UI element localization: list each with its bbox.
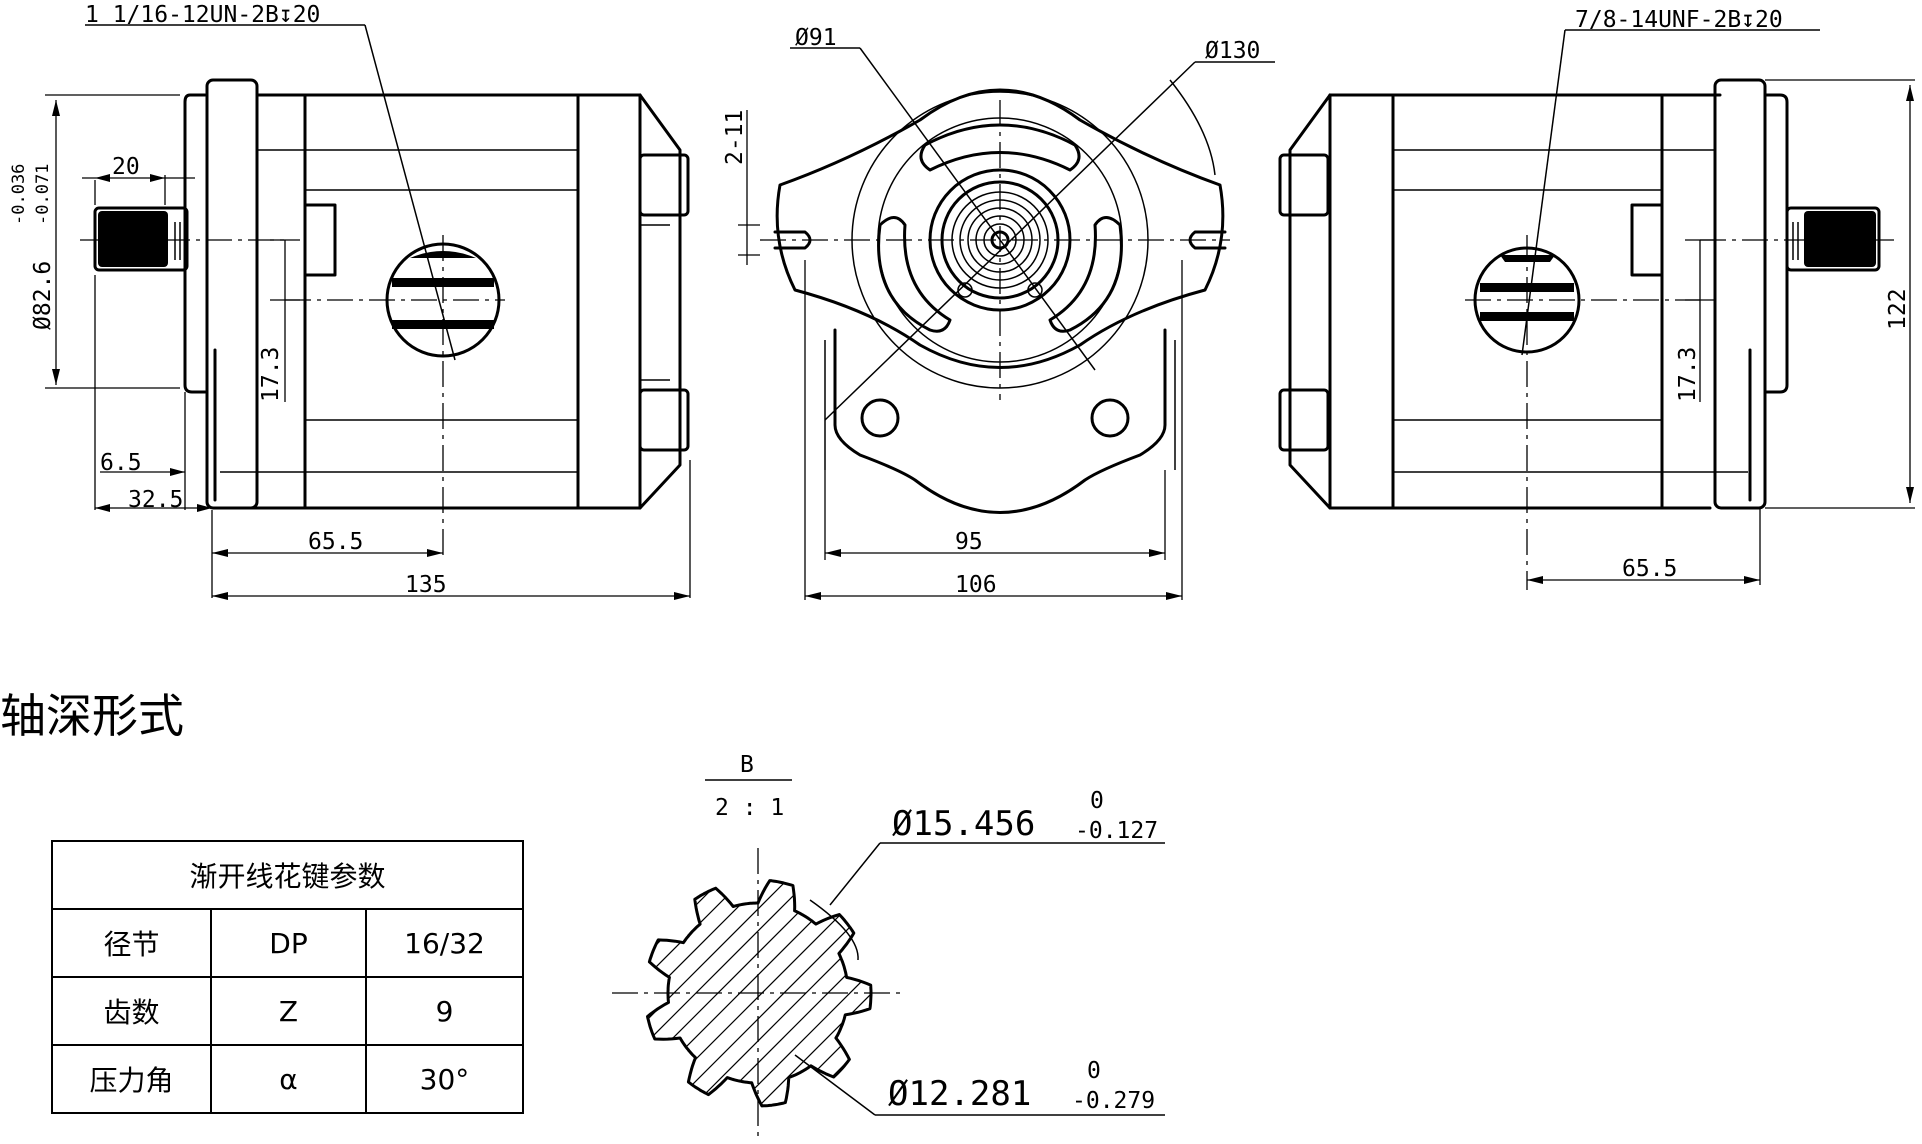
hatch-line: [647, 880, 815, 1106]
hatch-line: [647, 880, 771, 1106]
detail-scale: 2 : 1: [715, 795, 784, 821]
minor-tolerance-lower: -0.279: [1072, 1088, 1155, 1114]
port-height-right-label: 17.3: [1675, 347, 1701, 402]
front-view: [738, 47, 1275, 600]
table-row: 径节 DP 16/32: [51, 908, 524, 978]
spline-outline: [646, 879, 873, 1108]
dim-106-label: 106: [955, 572, 997, 598]
tolerance-upper-label: -0.036: [9, 164, 29, 225]
dim-6-5-label: 6.5: [100, 450, 142, 476]
param-symbol: DP: [210, 908, 367, 978]
dim-95-label: 95: [955, 529, 983, 555]
port-height-left-label: 17.3: [258, 347, 284, 402]
param-symbol: α: [210, 1044, 367, 1114]
param-value: 16/32: [365, 908, 524, 978]
param-name: 径节: [51, 908, 212, 978]
hatch-line: [665, 880, 871, 1106]
hatch-line: [709, 880, 871, 1106]
shaft-length-label: 20: [112, 154, 140, 180]
left-side-view: [45, 24, 691, 600]
table-row: 齿数 Z 9: [51, 976, 524, 1046]
table-row: 压力角 α 30°: [51, 1044, 524, 1114]
dia-130-label: Ø130: [1205, 38, 1260, 64]
dim-122-label: 122: [1885, 288, 1911, 330]
thread-left-label: 1 1/16-12UN-2B↧20: [85, 2, 320, 28]
major-diameter-label: Ø15.456: [892, 804, 1035, 844]
minor-tolerance-upper: 0: [1087, 1058, 1101, 1084]
minor-diameter-label: Ø12.281: [888, 1074, 1031, 1114]
thread-right-label: 7/8-14UNF-2B↧20: [1575, 7, 1783, 33]
param-name: 齿数: [51, 976, 212, 1046]
param-name: 压力角: [51, 1044, 212, 1114]
table-title: 渐开线花键参数: [51, 840, 524, 910]
dim-32-5-label: 32.5: [128, 487, 183, 513]
major-tolerance-lower: -0.127: [1075, 818, 1158, 844]
hatch-line: [647, 880, 749, 1106]
holes-2-11-label: 2-11: [722, 110, 748, 165]
hatch-line: [647, 880, 837, 1106]
right-side-view: [1278, 29, 1915, 590]
pilot-diameter-label: Ø82.6: [30, 261, 56, 330]
dim-65-5-right-label: 65.5: [1622, 556, 1677, 582]
param-symbol: Z: [210, 976, 367, 1046]
spline-parameters-table: 渐开线花键参数 径节 DP 16/32 齿数 Z 9 压力角 α 30°: [51, 840, 524, 1114]
param-value: 30°: [365, 1044, 524, 1114]
dimension-labels: 1 1/16-12UN-2B↧20 7/8-14UNF-2B↧20 Ø91 Ø1…: [9, 2, 1911, 1114]
hatch-line: [731, 880, 871, 1106]
tolerance-lower-label: -0.071: [33, 164, 53, 225]
major-tolerance-upper: 0: [1090, 788, 1104, 814]
detail-view-letter: B: [740, 752, 754, 778]
param-value: 9: [365, 976, 524, 1046]
table-title-row: 渐开线花键参数: [51, 840, 524, 910]
dia-91-label: Ø91: [795, 25, 837, 51]
dim-135-label: 135: [405, 572, 447, 598]
section-title: 轴深形式: [0, 689, 184, 743]
dim-65-5-left-label: 65.5: [308, 529, 363, 555]
